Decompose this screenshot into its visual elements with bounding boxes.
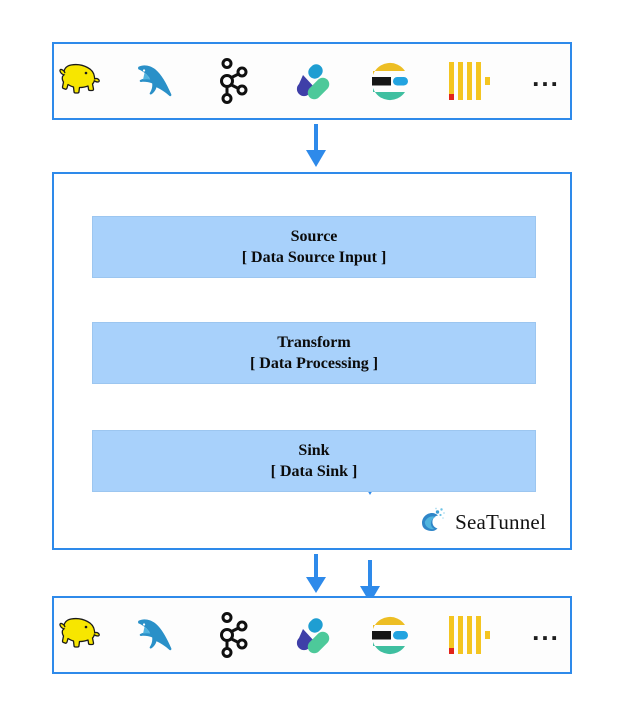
stage-sink: Sink [ Data Sink ] [92,430,536,492]
kafka-icon [208,609,260,661]
stage-sink-subtitle: [ Data Sink ] [270,462,358,480]
source-connector-panel: ... [52,42,572,120]
clickhouse-icon [442,609,494,661]
seatunnel-brand-name: SeaTunnel [455,509,546,534]
arrow-sources-to-engine [306,124,326,167]
arrow-transform-to-sink [360,560,380,603]
mysql-icon [130,55,182,107]
mysql-icon [130,609,182,661]
more-ellipsis-icon: ... [520,609,572,661]
clickhouse-icon [442,55,494,107]
stage-transform-subtitle: [ Data Processing ] [249,354,379,372]
stage-source-title: Source [290,227,338,245]
sink-connector-panel: ... [52,596,572,674]
hadoop-icon [52,609,104,661]
stage-source: Source [ Data Source Input ] [92,216,536,278]
hadoop-icon [52,55,104,107]
stage-source-subtitle: [ Data Source Input ] [241,248,387,266]
kafka-icon [208,55,260,107]
stage-transform: Transform [ Data Processing ] [92,322,536,384]
doris-icon [286,55,338,107]
seatunnel-logo-icon [422,507,445,531]
stage-transform-title: Transform [277,333,351,351]
seatunnel-brand: SeaTunnel [417,506,546,538]
more-ellipsis-icon: ... [520,55,572,107]
seatunnel-engine-container: Source [ Data Source Input ] Transform [… [52,172,572,603]
source-icon-strip: ... [54,55,570,107]
elasticsearch-icon [364,609,416,661]
stage-sink-title: Sink [298,441,330,459]
elasticsearch-icon [364,55,416,107]
more-ellipsis-label: ... [532,62,560,92]
arrow-engine-to-sinks [306,554,326,593]
doris-icon [286,609,338,661]
sink-icon-strip: ... [54,609,570,661]
more-ellipsis-label: ... [532,616,560,646]
